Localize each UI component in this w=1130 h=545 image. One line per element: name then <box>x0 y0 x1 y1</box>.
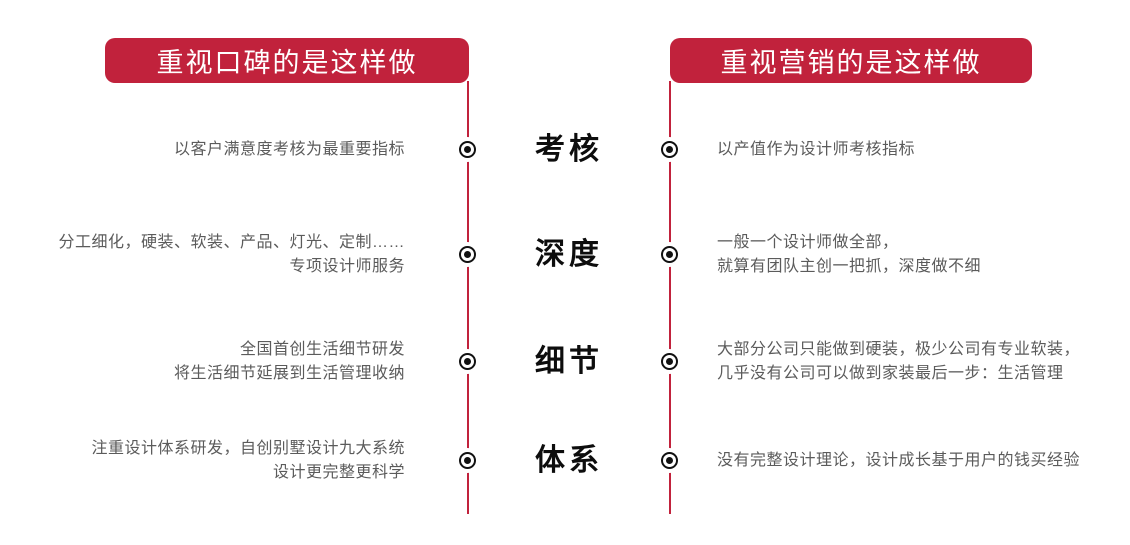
bullet-icon <box>458 246 476 263</box>
text-line: 专项设计师服务 <box>289 258 405 275</box>
bullet-dot-icon <box>665 358 673 365</box>
text-line: 分工细化，硬装、软装、产品、灯光、定制…… <box>58 234 405 251</box>
marketing-point-detail: 大部分公司只能做到硬装，极少公司有专业软装， 几乎没有公司可以做到家装最后一步：… <box>717 338 1117 386</box>
right-timeline-line <box>668 81 671 514</box>
marketing-point-assessment: 以产值作为设计师考核指标 <box>717 138 1117 162</box>
bullet-icon <box>660 246 678 263</box>
reputation-point-assessment: 以客户满意度考核为最重要指标 <box>20 138 405 162</box>
text-line: 注重设计体系研发，自创别墅设计九大系统 <box>91 440 405 457</box>
text-line: 将生活细节延展到生活管理收纳 <box>173 365 405 382</box>
bullet-icon <box>458 353 476 370</box>
marketing-point-system: 没有完整设计理论，设计成长基于用户的钱买经验 <box>717 449 1117 473</box>
text-line: 全国首创生活细节研发 <box>239 341 405 358</box>
bullet-icon <box>458 141 476 158</box>
marketing-point-depth: 一般一个设计师做全部， 就算有团队主创一把抓，深度做不细 <box>717 231 1117 279</box>
bullet-icon <box>660 141 678 158</box>
text-line: 以客户满意度考核为最重要指标 <box>173 141 405 158</box>
text-line: 没有完整设计理论，设计成长基于用户的钱买经验 <box>717 452 1081 469</box>
text-line: 一般一个设计师做全部， <box>717 234 899 251</box>
row-label-assessment: 考核 <box>535 133 603 166</box>
bullet-dot-icon <box>463 251 471 258</box>
bullet-dot-icon <box>463 146 471 153</box>
bullet-icon <box>660 353 678 370</box>
bullet-dot-icon <box>665 146 673 153</box>
text-line: 大部分公司只能做到硬装，极少公司有专业软装， <box>717 341 1081 358</box>
bullet-dot-icon <box>463 358 471 365</box>
reputation-point-detail: 全国首创生活细节研发 将生活细节延展到生活管理收纳 <box>20 338 405 386</box>
reputation-point-system: 注重设计体系研发，自创别墅设计九大系统 设计更完整更科学 <box>20 437 405 485</box>
left-column-header-label: 重视口碑的是这样做 <box>156 48 418 78</box>
text-line: 几乎没有公司可以做到家装最后一步：生活管理 <box>717 365 1064 382</box>
right-column-header: 重视营销的是这样做 <box>670 38 1032 83</box>
bullet-dot-icon <box>665 251 673 258</box>
bullet-icon <box>458 452 476 469</box>
reputation-point-depth: 分工细化，硬装、软装、产品、灯光、定制…… 专项设计师服务 <box>20 231 405 279</box>
bullet-dot-icon <box>463 457 471 464</box>
row-label-system: 体系 <box>535 444 603 477</box>
left-timeline-line <box>466 81 469 514</box>
bullet-icon <box>660 452 678 469</box>
left-column-header: 重视口碑的是这样做 <box>105 38 469 83</box>
text-line: 以产值作为设计师考核指标 <box>717 141 916 158</box>
row-label-detail: 细节 <box>535 345 603 378</box>
bullet-dot-icon <box>665 457 673 464</box>
text-line: 就算有团队主创一把抓，深度做不细 <box>717 258 982 275</box>
text-line: 设计更完整更科学 <box>272 464 405 481</box>
right-column-header-label: 重视营销的是这样做 <box>720 48 982 78</box>
row-label-depth: 深度 <box>535 238 603 271</box>
